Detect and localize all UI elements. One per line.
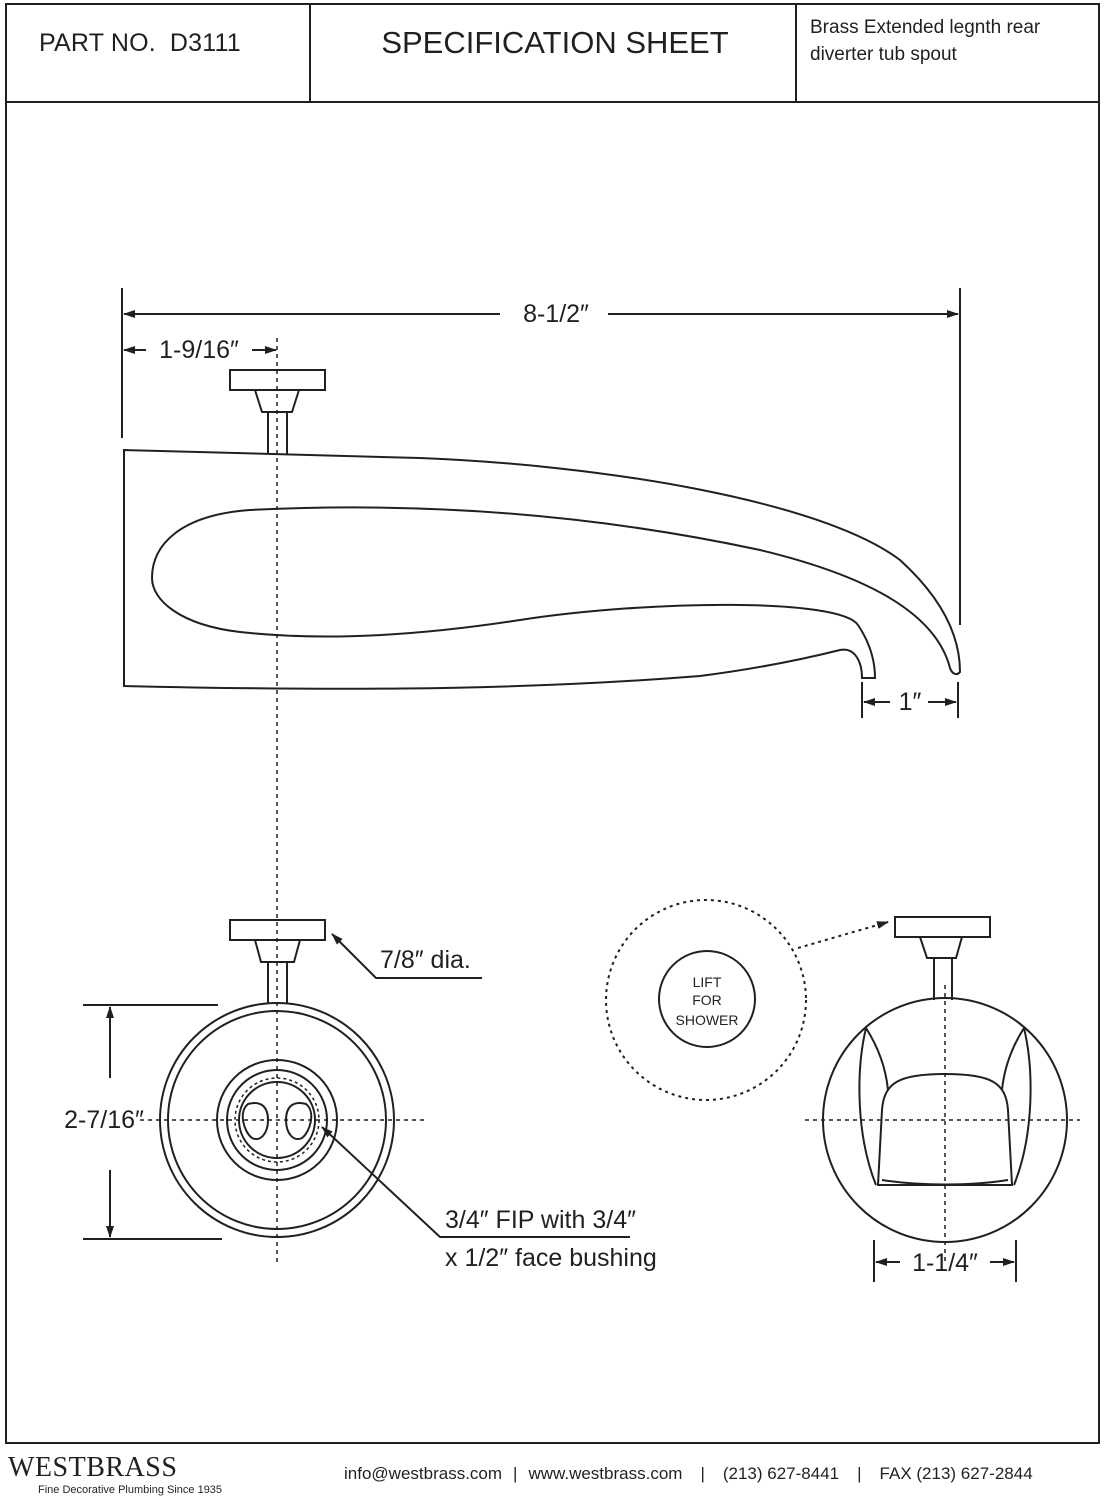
contact-bar: info@westbrass.com | www.westbrass.com | (21… [344,1464,1033,1484]
body-height-dimension [83,1004,222,1240]
outlet-width-label: 1″ [899,688,922,716]
header-divider [7,101,1098,103]
header-separator-2 [795,5,797,101]
knob-label-line3: SHOWER [676,1012,739,1028]
outlet-opening-label: 1-1/4″ [912,1249,978,1277]
header-separator-1 [309,5,311,101]
contact-fax: FAX (213) 627-2844 [879,1464,1033,1483]
spout-body [123,448,962,690]
front-outlet-lip [881,1179,1009,1186]
knob-diameter-leader [331,933,482,979]
outlet-opening-dimension [873,1240,1017,1282]
front-side-left-inner [865,1027,889,1091]
front-side-right-outer [1013,1027,1032,1186]
rear-knob-top [229,919,326,941]
brand-tagline: Fine Decorative Plumbing Since 1935 [38,1484,223,1496]
detail-callout-leader [797,921,889,949]
contact-separator: | [700,1464,705,1483]
outlet-width-dimension [861,682,959,718]
contact-website[interactable]: www.westbrass.com [528,1464,683,1483]
side-view [121,288,962,690]
diverter-port-right [284,1102,313,1140]
knob-leader-line [331,933,482,979]
part-number-cell: PART NO. D3111 [39,29,241,58]
knob-diameter-label: 7/8″ dia. [380,946,471,974]
diverter-knob-neck [254,389,300,413]
connection-label-line1: 3/4″ FIP with 3/4″ [445,1206,636,1234]
sheet-frame: PART NO. D3111 SPECIFICATION SHEET Brass … [5,3,1100,1444]
sheet-title: SPECIFICATION SHEET [381,25,729,60]
connection-leader [321,1126,630,1238]
contact-separator: | [857,1464,862,1483]
detail-callout [605,899,889,1101]
part-number-label: PART NO. [39,29,156,57]
front-side-right-inner [1001,1027,1025,1091]
contact-phone: (213) 627-8441 [722,1464,840,1483]
front-side-left-outer [858,1027,877,1186]
rear-knob-neck [254,939,301,963]
body-height-label: 2-7/16″ [64,1106,144,1134]
product-description: Brass Extended legnth rear diverter tub … [810,17,1041,65]
detail-callout-circle [605,899,807,1101]
knob-label-line2: FOR [692,992,722,1008]
connection-label-line2: x 1/2″ face bushing [445,1244,657,1272]
knob-face-circle [658,950,756,1048]
knob-label-line1: LIFT [693,974,722,990]
rear-view [159,919,395,1238]
brand-logo: WESTBRASS [8,1452,178,1483]
diverter-offset-label: 1-9/16″ [159,336,239,364]
overall-length-label: 8-1/2″ [523,300,589,328]
contact-email[interactable]: info@westbrass.com [344,1464,503,1483]
part-number-value: D3111 [169,29,241,57]
contact-separator: | [513,1464,518,1483]
front-knob-neck [919,936,963,959]
connection-leader-line [321,1126,630,1238]
fip-outer-ring [216,1059,338,1181]
front-knob-top [894,916,991,938]
diverter-port-left [241,1102,270,1140]
